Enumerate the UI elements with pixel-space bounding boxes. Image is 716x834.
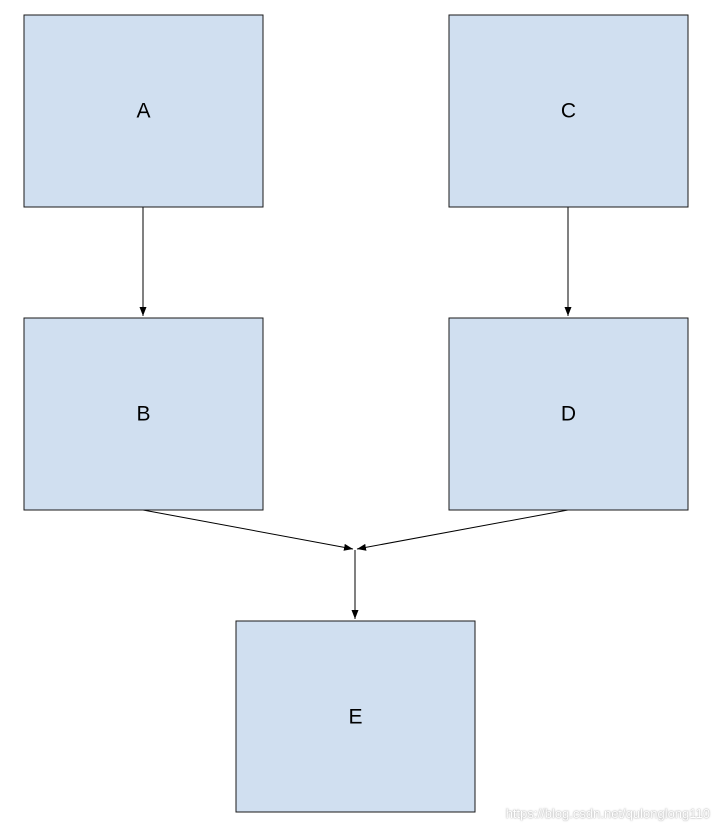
- node-e: E: [235, 620, 476, 813]
- node-e-label: E: [348, 706, 362, 729]
- node-b-label: B: [136, 403, 150, 426]
- node-e-box: [235, 620, 476, 813]
- watermark-text: https://blog.csdn.net/qulonglong110: [505, 806, 710, 821]
- node-a-label: A: [136, 100, 150, 123]
- edge-d-to-merge: [356, 509, 569, 551]
- node-d: D: [448, 317, 689, 511]
- node-c-label: C: [561, 100, 576, 123]
- edge-b-to-merge: [142, 509, 354, 551]
- node-d-label: D: [561, 403, 576, 426]
- node-a: A: [23, 14, 264, 208]
- node-b: B: [23, 317, 264, 511]
- node-a-box: [23, 14, 264, 208]
- node-c: C: [448, 14, 689, 208]
- node-c-box: [448, 14, 689, 208]
- node-b-box: [23, 317, 264, 511]
- edges: [139, 207, 572, 619]
- node-d-box: [448, 317, 689, 511]
